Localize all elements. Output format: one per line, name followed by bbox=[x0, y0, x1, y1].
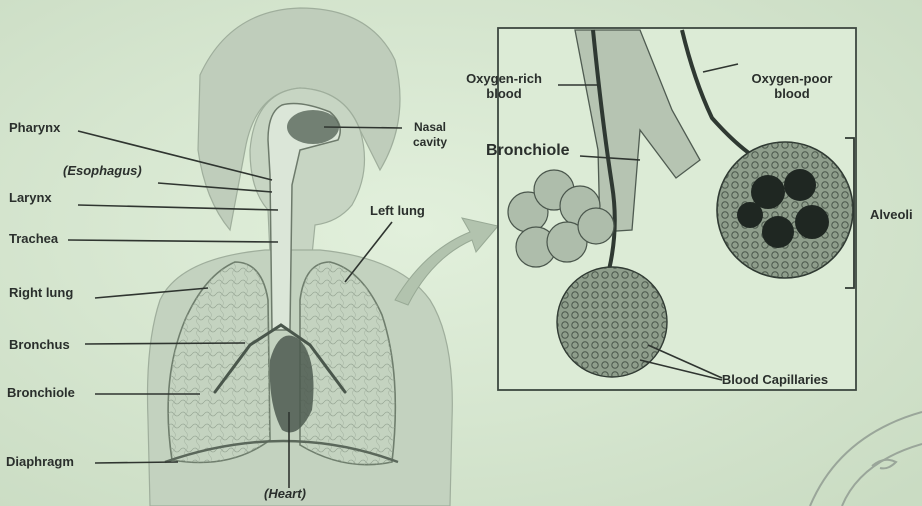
label-blood-capillaries: Blood Capillaries bbox=[712, 372, 838, 388]
label-oxygen-poor-blood: Oxygen-poor blood bbox=[738, 71, 846, 101]
label-trachea: Trachea bbox=[9, 232, 58, 246]
label-diaphragm: Diaphragm bbox=[6, 455, 74, 469]
nasal-cavity-leader bbox=[324, 127, 402, 128]
label-pharynx: Pharynx bbox=[9, 121, 60, 135]
label-nasal-cavity: Nasal cavity bbox=[402, 120, 458, 150]
label-bronchus: Bronchus bbox=[9, 338, 70, 352]
label-inset-bronchiole: Bronchiole bbox=[486, 142, 570, 160]
label-right-lung: Right lung bbox=[9, 286, 73, 300]
label-bronchiole: Bronchiole bbox=[7, 386, 75, 400]
bottom-alveoli-cluster bbox=[557, 267, 667, 377]
label-left-lung: Left lung bbox=[370, 204, 425, 218]
diaphragm-leader bbox=[95, 462, 178, 463]
label-alveoli: Alveoli bbox=[870, 208, 913, 222]
label-esophagus: (Esophagus) bbox=[63, 164, 142, 178]
bronchus-leader bbox=[85, 343, 245, 344]
right-alveoli-cluster bbox=[717, 142, 853, 278]
label-larynx: Larynx bbox=[9, 191, 52, 205]
label-heart: (Heart) bbox=[264, 487, 306, 501]
label-oxygen-rich-blood: Oxygen-rich blood bbox=[452, 71, 556, 101]
